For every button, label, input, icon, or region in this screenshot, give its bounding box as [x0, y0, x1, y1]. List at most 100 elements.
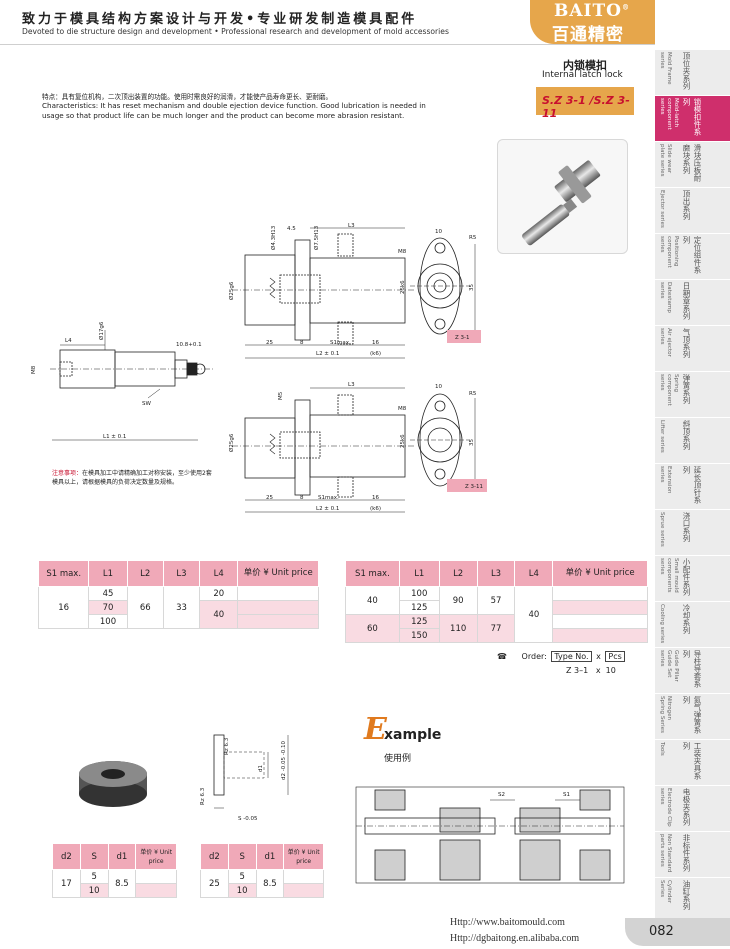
url-main[interactable]: Http://www.baitomould.com	[450, 917, 565, 928]
product-name-en: Internal latch lock	[542, 70, 623, 80]
washer-section	[213, 734, 289, 809]
dim-25-top: 25	[266, 340, 273, 346]
tab-label-cn: 日期章系列	[682, 282, 691, 320]
tab-label-en: Electrode Clip series	[659, 788, 672, 827]
dim-l2-top: L2 ± 0.1	[316, 351, 339, 357]
dim-d108: 10.8+0.1	[176, 342, 202, 348]
spec-table-2: S1 max. L1 L2 L3 L4 单价 ¥ Unit price 40 1…	[345, 560, 648, 643]
order-pcs: Pcs	[605, 651, 625, 662]
tab-label-en: Cylinder Series	[659, 880, 672, 904]
usage-note: 注意事项：在模具加工中请精确加工对称安装，至少使用2套模具以上，请根据模具的负荷…	[52, 470, 212, 486]
order-example: Z 3–1 x 10	[566, 666, 616, 675]
tab-label-en: Datestamp series	[659, 282, 672, 313]
tab-label-cn: 锁模扣件系列	[682, 98, 702, 136]
tab-label-en: Non Standard parts series	[659, 834, 672, 873]
tab-label-cn: 气顶系列	[682, 328, 691, 358]
latch-lock-illustration	[522, 160, 601, 246]
dim-16-bottom: 16	[372, 495, 379, 501]
tab-label-en: Extension series	[659, 466, 672, 494]
latch-pin-drawing	[50, 330, 215, 441]
dim-10-bottom: 10	[435, 384, 442, 390]
drawing-dimension-labels: L4 Ø17g6 M8 SW L1 ± 0.1 10.8+0.1 4.5 L3 …	[31, 223, 570, 822]
dim-16-top: 16	[372, 340, 379, 346]
dim-8-bottom: 8	[300, 495, 304, 501]
tab-label-cn: 浇口系列	[682, 512, 691, 542]
brand-logo: BAITO® 百通精密	[530, 0, 655, 45]
dim-d17: Ø17g6	[98, 321, 105, 340]
url-alibaba[interactable]: Http://dgbaitong.en.alibaba.com	[450, 933, 580, 944]
brand-name-cn: 百通精密	[552, 25, 624, 45]
tab-label-cn: 冷却系列	[682, 604, 691, 634]
dim-k6-bottom: (k6)	[370, 506, 381, 512]
features-en: Characteristics: It has reset mechanism …	[42, 101, 426, 120]
tab-10[interactable]: Sprue series 浇口系列	[655, 510, 730, 556]
dim-s1max-bottom: S1max.	[318, 495, 339, 501]
example-assembly	[355, 786, 625, 884]
dim-s1max-top: S1max.	[330, 340, 351, 346]
washer-s: S -0.05	[238, 816, 258, 822]
header-title: 致力于模具结构方案设计与开发•专业研发制造模具配件	[22, 12, 418, 27]
dim-d75: Ø7.5H13	[313, 225, 320, 250]
tab-0[interactable]: Mold Frame series 顶位夹系列	[655, 50, 730, 96]
example-heading-initial: E	[364, 712, 387, 747]
dim-25-bottom: 25	[266, 495, 273, 501]
product-name-cn: 内锁模扣	[563, 59, 607, 72]
dim-d25-bottom: Ø25g6	[228, 433, 235, 452]
tab-label-en: Cooling series	[659, 604, 665, 644]
z3-11-end-view	[410, 393, 476, 487]
washer-photo	[79, 761, 147, 807]
tab-label-cn: 氮气弹簧系列	[682, 696, 702, 734]
example-heading: xample	[384, 727, 442, 743]
z3-1-section	[232, 227, 415, 359]
tab-label-en: Spring component series	[659, 374, 679, 406]
z3-11-tag: Z 3-11	[465, 484, 483, 490]
tab-label-en: Slide wear plate series	[659, 144, 672, 177]
tab-label-en: Mold Frame series	[659, 52, 672, 85]
header-subtitle: Devoted to die structure design and deve…	[22, 27, 449, 36]
tab-label-cn: 顶位夹系列	[682, 52, 691, 90]
z3-1-tag: Z 3-1	[455, 335, 470, 341]
dim-sw: SW	[142, 401, 151, 407]
washer-rz-top: Rz 6.3	[224, 737, 230, 755]
tab-16[interactable]: Electrode Clip series 电极夹系列	[655, 786, 730, 832]
tab-label-cn: 电极夹系列	[682, 788, 691, 826]
dim-r5-top: R5	[469, 235, 477, 241]
tab-12[interactable]: Cooling series 冷却系列	[655, 602, 730, 648]
example-heading-cn: 使用例	[384, 754, 412, 764]
tab-label-cn: 滑块压板耐磨块系列	[682, 144, 702, 182]
order-type: Type No.	[551, 651, 592, 662]
tab-label-cn: 油缸系列	[682, 880, 691, 910]
dim-l3-bottom: L3	[348, 382, 355, 388]
tab-label-en: Lifter series	[659, 420, 665, 453]
tab-2[interactable]: Slide wear plate series 滑块压板耐磨块系列	[655, 142, 730, 188]
washer-d2: d2 -0.05 -0.10	[281, 741, 287, 780]
tab-5[interactable]: Datestamp series 日期章系列	[655, 280, 730, 326]
header-divider	[0, 44, 655, 45]
example-s1: S1	[563, 792, 570, 798]
tab-label-en: Sprue series	[659, 512, 665, 547]
dim-d25-top: Ø25g6	[228, 281, 235, 300]
page-header: 致力于模具结构方案设计与开发•专业研发制造模具配件 Devoted to die…	[0, 0, 730, 45]
product-photo	[497, 139, 628, 254]
dim-45: 4.5	[287, 226, 296, 232]
footer-urls: Http://www.baitomould.com Http://dgbaito…	[450, 915, 579, 947]
z3-1-end-view	[410, 237, 476, 335]
order-label: Order:	[521, 652, 547, 661]
dim-m8-top: M8	[398, 249, 407, 255]
category-tabs: Mold Frame series 顶位夹系列 Mold-latch compone…	[655, 50, 730, 924]
dim-l4: L4	[65, 338, 72, 344]
